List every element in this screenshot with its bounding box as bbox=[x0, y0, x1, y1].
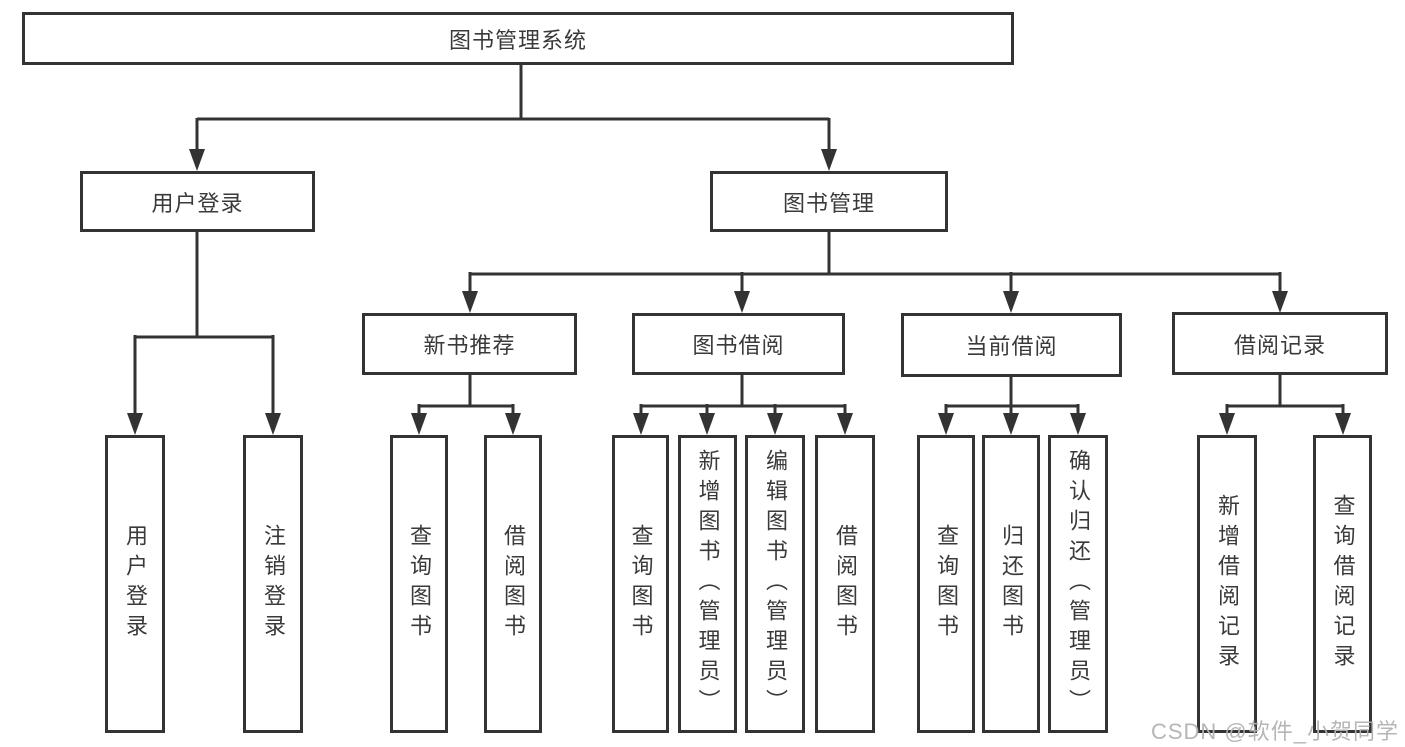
node-label: 查询图书 bbox=[628, 524, 654, 644]
node-label: 图书借阅 bbox=[692, 333, 785, 358]
node-label: 借阅图书 bbox=[833, 524, 858, 644]
leaf-return-book: 归还图书 bbox=[982, 435, 1040, 733]
connector-root-to-level2 bbox=[189, 65, 837, 171]
node-label: 当前借阅 bbox=[965, 334, 1058, 359]
leaf-query-books-borrow: 查询图书 bbox=[612, 435, 669, 733]
node-label: 归还图书 bbox=[999, 524, 1024, 644]
node-label: 图书管理 bbox=[782, 190, 875, 216]
leaf-user-login: 用户登录 bbox=[105, 435, 165, 733]
connector-records-to-children bbox=[1219, 375, 1351, 435]
node-label: 查询借阅记录 bbox=[1330, 494, 1356, 674]
node-book-borrow: 图书借阅 bbox=[632, 313, 845, 375]
node-label: 图书管理系统 bbox=[448, 27, 587, 53]
node-label: 新增借阅记录 bbox=[1215, 494, 1240, 674]
node-label: 借阅记录 bbox=[1233, 332, 1326, 358]
node-current-borrow: 当前借阅 bbox=[901, 313, 1122, 377]
leaf-borrow-books-recommend: 借阅图书 bbox=[484, 435, 542, 733]
node-root-library-system: 图书管理系统 bbox=[22, 12, 1014, 65]
node-new-book-recommend: 新书推荐 bbox=[362, 313, 577, 375]
leaf-query-borrow-record: 查询借阅记录 bbox=[1313, 435, 1372, 733]
connector-login-to-children bbox=[127, 232, 281, 435]
node-label: 新书推荐 bbox=[423, 333, 516, 358]
leaf-add-book-admin: 新增图书（管理员） bbox=[678, 435, 737, 733]
leaf-confirm-return-admin: 确认归还（管理员） bbox=[1048, 435, 1108, 733]
node-label: 用户登录 bbox=[123, 524, 148, 644]
connector-newbook-to-children bbox=[411, 375, 521, 435]
node-label: 用户登录 bbox=[151, 190, 244, 216]
node-label: 确认归还（管理员） bbox=[1066, 449, 1091, 719]
leaf-edit-book-admin: 编辑图书（管理员） bbox=[745, 435, 805, 733]
connector-borrow-to-children bbox=[633, 375, 853, 435]
leaf-logout: 注销登录 bbox=[243, 435, 303, 733]
node-label: 查询图书 bbox=[407, 524, 432, 644]
node-user-login-branch: 用户登录 bbox=[80, 171, 315, 232]
node-label: 借阅图书 bbox=[501, 524, 526, 644]
leaf-borrow-book: 借阅图书 bbox=[815, 435, 875, 733]
node-label: 注销登录 bbox=[261, 524, 286, 644]
connector-manage-to-level3 bbox=[462, 232, 1288, 313]
csdn-watermark: CSDN @软件_小贺同学 bbox=[1150, 719, 1399, 744]
node-label: 新增图书（管理员） bbox=[695, 449, 721, 719]
leaf-query-books-recommend: 查询图书 bbox=[390, 435, 448, 733]
leaf-query-books-current: 查询图书 bbox=[917, 435, 975, 733]
node-book-management-branch: 图书管理 bbox=[710, 171, 948, 232]
node-label: 编辑图书（管理员） bbox=[763, 449, 788, 719]
node-borrow-records: 借阅记录 bbox=[1172, 312, 1388, 375]
connector-current-to-children bbox=[938, 377, 1086, 435]
leaf-add-borrow-record: 新增借阅记录 bbox=[1197, 435, 1257, 733]
node-label: 查询图书 bbox=[934, 524, 959, 644]
